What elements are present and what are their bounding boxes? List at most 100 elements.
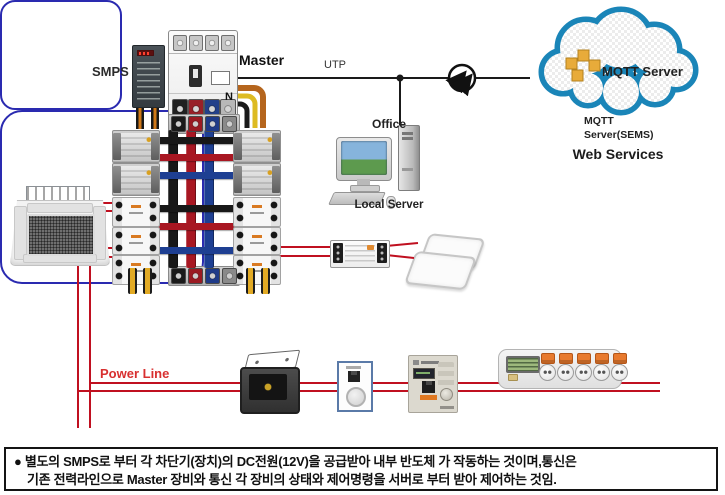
ac-vane: [14, 206, 27, 260]
strip-outlet: [575, 364, 592, 381]
relay-module: [330, 240, 390, 268]
master-wire-bundle: [236, 85, 266, 128]
web-services-box: [0, 110, 204, 284]
breaker-left: [112, 130, 160, 163]
description-note-box: ● 별도의 SMPS로 부터 각 차단기(장치)의 DC전원(12V)을 공급받…: [4, 447, 718, 491]
busbar: [168, 130, 178, 268]
terminal-clamp: [205, 116, 220, 132]
office-label: Office: [371, 117, 406, 131]
terminal-clamp: [171, 268, 186, 284]
terminal-clamp: [171, 116, 186, 132]
strip-outlet: [593, 364, 610, 381]
terminal-clamp: [188, 116, 203, 132]
breaker-right: [233, 255, 281, 285]
breaker-top-terminal: [189, 35, 203, 51]
wire-stub: [128, 268, 137, 294]
breaker-seam: [169, 53, 237, 54]
relay-terminal-block: [333, 243, 343, 263]
strip-outlet-row: [539, 364, 628, 381]
wall-plate-small: [337, 361, 373, 412]
mouse: [386, 196, 396, 209]
strip-outlet: [539, 364, 556, 381]
busbar-crossbar: [158, 154, 238, 161]
busbar-crossbar: [158, 205, 238, 212]
monitor-base: [350, 185, 380, 192]
breaker-right: [233, 197, 281, 227]
neutral-label: N: [225, 91, 233, 103]
strip-button: [508, 374, 518, 381]
utp-junction-dot: [396, 74, 404, 82]
smps-label: SMPS: [92, 64, 129, 79]
busbar-crossbar: [158, 137, 238, 144]
relay-terminal-block: [377, 243, 387, 263]
wire-stub: [261, 268, 270, 294]
rj45-jack-icon: [422, 381, 435, 393]
monitor-neck: [357, 179, 370, 185]
breaker-left: [112, 197, 160, 227]
relay-module-face: [345, 245, 375, 263]
busbar-crossbar: [158, 247, 238, 254]
breaker-right: [233, 163, 281, 196]
cloud-title: MQTT Server: [602, 64, 683, 79]
server-monitor: [336, 137, 392, 181]
smart-power-strip: [498, 349, 628, 389]
breaker-top-terminal: [205, 35, 219, 51]
breaker-top-terminal: [173, 35, 187, 51]
ac-grille: [27, 214, 95, 256]
web-services-label: Web Services: [572, 146, 664, 162]
mqtt-server-sems-label: MQTT Server(SEMS): [584, 115, 653, 142]
plate-logo-icon: [413, 360, 419, 365]
smps-display: [137, 50, 154, 56]
strip-switch: [595, 353, 609, 364]
smps-text-lines: [137, 62, 160, 102]
terminal-clamp: [188, 268, 203, 284]
gold-cubes-icon: [565, 49, 601, 82]
power-line-label: Power Line: [100, 366, 170, 381]
master-breaker: [168, 30, 238, 122]
strip-outlet: [611, 364, 628, 381]
busbar: [204, 130, 214, 268]
plate-label-line: [421, 361, 439, 364]
strip-switch: [541, 353, 555, 364]
floor-box-cavity: [249, 374, 287, 400]
terminal-clamp: [205, 268, 220, 284]
office-box: [0, 0, 122, 110]
plate-orange-label: [420, 395, 437, 400]
breaker-seam: [169, 93, 237, 94]
breaker-left: [112, 227, 160, 255]
breaker-comm-port: [211, 71, 230, 85]
rj45-jack-icon: [348, 371, 360, 382]
mqtt-sub-line1: MQTT: [584, 115, 614, 127]
mqtt-sub-line2: Server(SEMS): [584, 128, 654, 141]
breaker-right: [233, 227, 281, 255]
busbar: [186, 130, 196, 268]
strip-lcd-display: [506, 356, 540, 373]
strip-switch: [613, 353, 627, 364]
strip-outlet: [557, 364, 574, 381]
media-converter-icon: [445, 63, 477, 97]
ac-vane: [27, 203, 93, 213]
plate-dial: [440, 388, 453, 401]
plate-tiny-text: [440, 406, 454, 409]
breaker-top-terminal: [221, 35, 235, 51]
plate-buttons: [438, 362, 454, 388]
busbar-crossbar: [158, 223, 238, 230]
utp-label: UTP: [324, 59, 346, 71]
local-server-label: Local Server: [354, 199, 424, 211]
wire-stub: [246, 268, 255, 294]
master-label: Master: [239, 52, 285, 68]
plate-display: [413, 368, 435, 379]
terminal-clamp: [222, 116, 237, 132]
breaker-handle: [189, 65, 202, 87]
smps-device: [132, 45, 165, 108]
round-outlet-icon: [346, 387, 366, 407]
note-line-2: 기존 전력라인으로 Master 장비와 통신 각 장비의 상태와 제어명령을 …: [27, 472, 557, 488]
floor-outlet-box: [240, 367, 300, 414]
note-line-1: ● 별도의 SMPS로 부터 각 차단기(장치)의 DC전원(12V)을 공급받…: [14, 454, 577, 469]
breaker-right: [233, 130, 281, 163]
strip-switch: [559, 353, 573, 364]
wall-plate-controller: [408, 355, 458, 413]
plate-label-line: [346, 366, 361, 369]
strip-switch-row: [541, 353, 627, 364]
strip-switch: [577, 353, 591, 364]
